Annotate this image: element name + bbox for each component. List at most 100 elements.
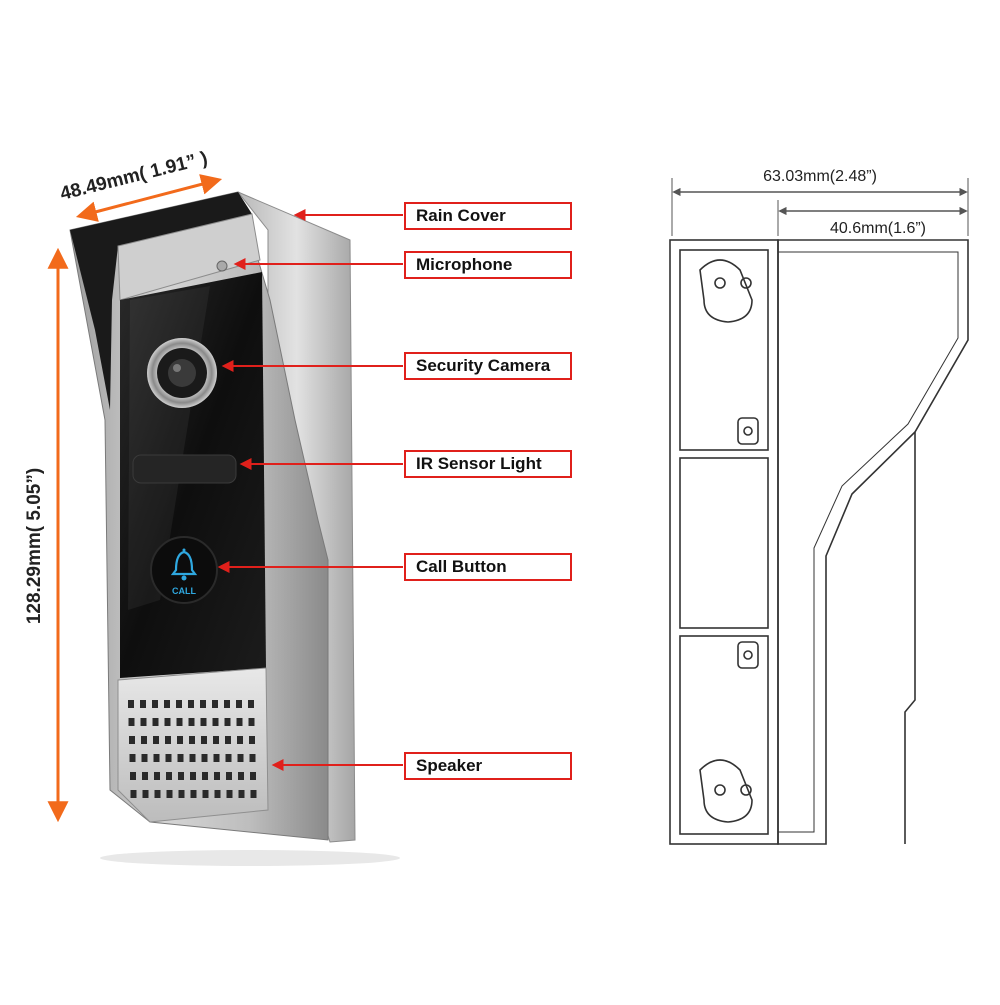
speaker-hole (250, 790, 257, 798)
speaker-hole (201, 736, 207, 744)
rain-cover-underside (117, 213, 261, 301)
housing-back-edge (904, 432, 916, 844)
depth-total-label: 63.03mm(2.48”) (763, 168, 877, 185)
height-label: 128.29mm( 5.05”) (24, 468, 45, 624)
clip-lower-hole (743, 650, 753, 660)
speaker-hole (141, 736, 147, 744)
speaker-hole (238, 790, 245, 798)
speaker-hole (188, 700, 194, 708)
speaker-hole (200, 700, 206, 708)
speaker-hole (176, 718, 183, 726)
speaker-hole (129, 754, 136, 762)
speaker-hole (142, 790, 149, 798)
bell-icon (170, 548, 198, 581)
callout-microphone: Microphone (404, 251, 572, 279)
speaker-hole (238, 772, 244, 780)
clip-upper (737, 417, 759, 445)
speaker-hole (140, 700, 146, 708)
speaker-hole (177, 736, 183, 744)
screw-hole-top-2 (740, 277, 752, 289)
screw-lug-bottom (699, 759, 753, 823)
speaker-hole (189, 736, 195, 744)
speaker-hole (153, 736, 159, 744)
speaker-hole (248, 700, 254, 708)
speaker-hole (201, 754, 208, 762)
speaker-hole (178, 790, 185, 798)
speaker-hole (129, 736, 135, 744)
speaker-hole (176, 700, 182, 708)
screw-hole-top-1 (714, 277, 726, 289)
microphone-hole (216, 260, 228, 272)
camera-lens (168, 359, 196, 387)
callout-ir-sensor-light-label: IR Sensor Light (416, 454, 542, 473)
callout-ir-sensor-light: IR Sensor Light (404, 450, 572, 478)
screw-hole-bottom-2 (740, 784, 752, 796)
speaker-hole (214, 790, 221, 798)
callout-call-button-label: Call Button (416, 557, 507, 576)
speaker-hole (202, 790, 209, 798)
plate-section-bottom (679, 635, 769, 835)
speaker-hole (164, 718, 171, 726)
speaker-hole (248, 718, 255, 726)
speaker-hole (249, 754, 256, 762)
speaker-hole (190, 790, 197, 798)
call-text: CALL (172, 586, 196, 596)
speaker-hole (165, 754, 172, 762)
speaker-hole (225, 736, 231, 744)
speaker-hole (141, 754, 148, 762)
housing-profile-inner (778, 251, 959, 833)
side-dimensions: 63.03mm(2.48”) 40.6mm(1.6”) (671, 168, 969, 237)
speaker-hole (153, 754, 160, 762)
speaker-hole (152, 718, 159, 726)
mounting-plate (669, 239, 779, 845)
speaker-hole (154, 790, 161, 798)
speaker-hole (164, 700, 170, 708)
speaker-hole (237, 754, 244, 762)
speaker-hole (226, 790, 233, 798)
ir-sensor-strip (132, 454, 237, 484)
speaker-hole (236, 718, 243, 726)
speaker-hole (166, 772, 172, 780)
speaker-hole (213, 754, 220, 762)
speaker-hole (188, 718, 195, 726)
height-dimension: 128.29mm( 5.05”) (24, 247, 69, 823)
plate-section-middle (679, 457, 769, 629)
callout-call-button: Call Button (404, 553, 572, 581)
speaker-hole (224, 718, 231, 726)
speaker-grille (117, 667, 269, 823)
speaker-hole (249, 736, 255, 744)
speaker-hole (224, 700, 230, 708)
speaker-hole (177, 754, 184, 762)
speaker-hole (214, 772, 220, 780)
speaker-hole (165, 736, 171, 744)
callout-rain-cover-label: Rain Cover (416, 206, 506, 225)
rain-cover-hood (70, 192, 252, 410)
depth-cover-label: 40.6mm(1.6”) (830, 220, 926, 237)
speaker-hole (226, 772, 232, 780)
callout-microphone-label: Microphone (416, 255, 513, 274)
speaker-hole (202, 772, 208, 780)
floor-shadow (100, 850, 400, 866)
callout-speaker-label: Speaker (416, 756, 483, 775)
speaker-hole (178, 772, 184, 780)
speaker-holes (128, 700, 257, 798)
screw-hole-bottom-1 (714, 784, 726, 796)
plate-section-top (679, 249, 769, 451)
speaker-hole (213, 736, 219, 744)
housing-profile (777, 239, 969, 845)
speaker-hole (142, 772, 148, 780)
speaker-hole (128, 718, 135, 726)
call-button-disc (150, 536, 218, 604)
speaker-hole (250, 772, 256, 780)
clip-lower (737, 641, 759, 669)
speaker-hole (225, 754, 232, 762)
lens-glint (173, 364, 181, 372)
callout-speaker: Speaker (404, 752, 572, 780)
speaker-hole (130, 772, 136, 780)
speaker-hole (166, 790, 173, 798)
speaker-hole (190, 772, 196, 780)
speaker-hole (130, 790, 137, 798)
speaker-hole (236, 700, 242, 708)
speaker-hole (200, 718, 207, 726)
